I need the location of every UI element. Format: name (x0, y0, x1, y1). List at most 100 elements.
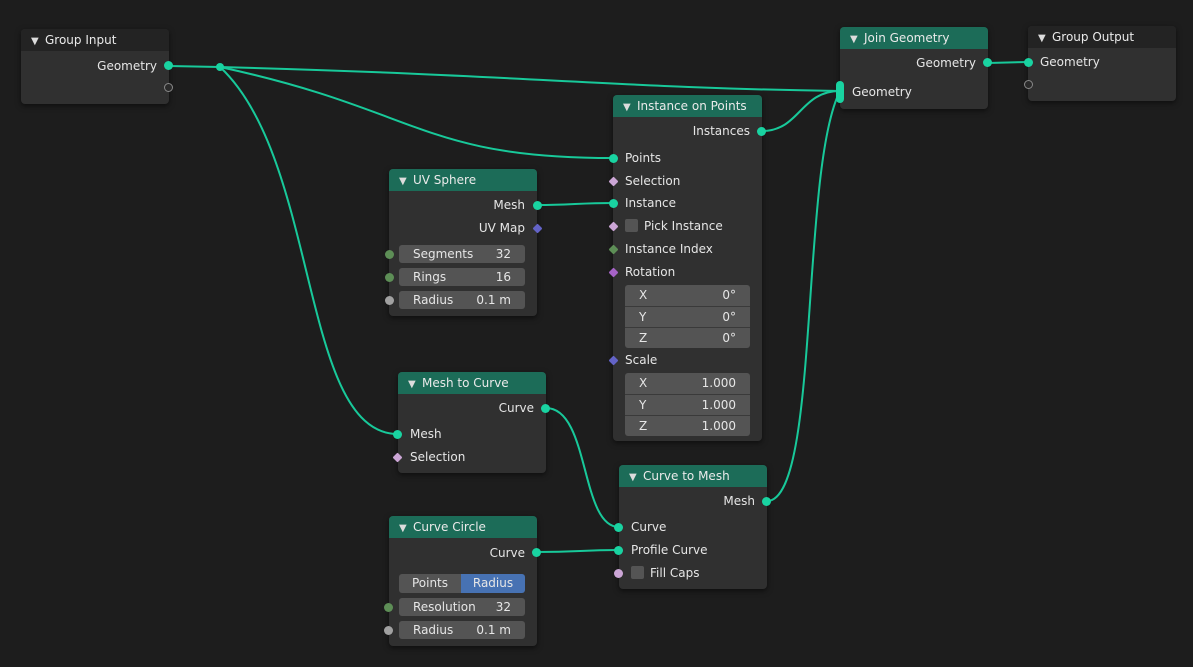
uv-sphere-mesh-socket[interactable] (533, 201, 542, 210)
mesh-to-curve-header[interactable]: ▼Mesh to Curve (398, 372, 546, 394)
join-geometry-out-socket[interactable] (983, 58, 992, 67)
circle-radius-label: Radius (413, 623, 454, 637)
group-input-title: Group Input (45, 33, 117, 47)
group-input-geometry-socket[interactable] (164, 61, 173, 70)
rotation-z-axis: Z (639, 331, 648, 345)
link-curvetomesh-join (766, 90, 841, 502)
group-output-geometry-socket[interactable] (1024, 58, 1033, 67)
rings-label: Rings (413, 270, 447, 284)
curve-to-mesh-curve-socket[interactable] (614, 523, 623, 532)
chevron-down-icon[interactable]: ▼ (31, 36, 39, 47)
radius-label: Radius (413, 293, 454, 307)
mode-points-button[interactable]: Points (399, 574, 461, 593)
curve-circle-out-label: Curve (489, 546, 525, 560)
chevron-down-icon[interactable]: ▼ (408, 379, 416, 390)
chevron-down-icon[interactable]: ▼ (623, 102, 631, 113)
pick-instance-checkbox[interactable] (625, 219, 638, 232)
mesh-to-curve-node[interactable]: ▼Mesh to Curve Curve Mesh Selection (398, 372, 546, 473)
scale-label: Scale (625, 353, 658, 367)
instance-on-points-title: Instance on Points (637, 99, 747, 113)
segments-socket[interactable] (385, 250, 394, 259)
circle-radius-value: 0.1 m (476, 623, 511, 637)
circle-radius-socket[interactable] (384, 626, 393, 635)
group-output-node[interactable]: ▼Group Output Geometry (1028, 26, 1176, 101)
segments-label: Segments (413, 247, 474, 261)
fill-caps-row[interactable]: Fill Caps (631, 563, 699, 583)
instance-on-points-node[interactable]: ▼Instance on Points Instances Points Sel… (613, 95, 762, 441)
segments-value: 32 (495, 247, 511, 261)
mesh-to-curve-mesh-socket[interactable] (393, 430, 402, 439)
curve-circle-out-socket[interactable] (532, 548, 541, 557)
mesh-to-curve-out-label: Curve (498, 401, 534, 415)
rings-socket[interactable] (385, 273, 394, 282)
points-in-socket[interactable] (609, 154, 618, 163)
chevron-down-icon[interactable]: ▼ (850, 34, 858, 45)
fill-caps-socket[interactable] (614, 569, 623, 578)
scale-z-axis: Z (639, 419, 648, 433)
resolution-value: 32 (495, 600, 511, 614)
resolution-field[interactable]: Resolution 32 (399, 598, 525, 616)
join-geometry-header[interactable]: ▼Join Geometry (840, 27, 988, 49)
mode-radius-button[interactable]: Radius (461, 574, 525, 593)
curve-to-mesh-node[interactable]: ▼Curve to Mesh Mesh Curve Profile Curve … (619, 465, 767, 589)
curve-circle-node[interactable]: ▼ Curve Circle Curve Points Radius Resolu… (389, 516, 537, 646)
join-geometry-multi-input-socket[interactable] (836, 81, 844, 103)
curve-to-mesh-profile-socket[interactable] (614, 546, 623, 555)
resolution-socket[interactable] (384, 603, 393, 612)
rotation-label: Rotation (625, 265, 676, 279)
uv-sphere-mesh-label: Mesh (493, 198, 525, 212)
rotation-y-field[interactable]: Y 0° (625, 306, 750, 326)
uv-sphere-header[interactable]: ▼UV Sphere (389, 169, 537, 191)
reroute-node[interactable] (216, 63, 224, 71)
resolution-label: Resolution (413, 600, 476, 614)
instance-in-label: Instance (625, 196, 677, 210)
curve-circle-title: Curve Circle (413, 520, 486, 534)
group-input-geometry-label: Geometry (97, 59, 157, 73)
group-output-header[interactable]: ▼Group Output (1028, 26, 1176, 48)
segments-field[interactable]: Segments 32 (399, 245, 525, 263)
group-output-empty-socket[interactable] (1024, 80, 1033, 89)
mesh-to-curve-out-socket[interactable] (541, 404, 550, 413)
chevron-down-icon[interactable]: ▼ (399, 523, 407, 534)
curve-to-mesh-out-socket[interactable] (762, 497, 771, 506)
group-input-empty-socket[interactable] (164, 83, 173, 92)
chevron-down-icon[interactable]: ▼ (629, 472, 637, 483)
chevron-down-icon[interactable]: ▼ (399, 176, 407, 187)
radius-socket[interactable] (385, 296, 394, 305)
join-geometry-node[interactable]: ▼Join Geometry Geometry Geometry (840, 27, 988, 109)
curve-circle-mode-selector[interactable]: Points Radius (399, 574, 525, 593)
fill-caps-checkbox[interactable] (631, 566, 644, 579)
scale-y-axis: Y (639, 398, 647, 412)
link-meshtocurve-curvetomesh (545, 407, 620, 528)
pick-instance-row[interactable]: Pick Instance (625, 216, 723, 236)
group-input-node[interactable]: ▼ Group Input Geometry (21, 29, 169, 104)
rotation-y-value: 0° (722, 310, 736, 324)
mesh-to-curve-mesh-label: Mesh (410, 427, 442, 441)
link-join-output (987, 61, 1029, 64)
curve-circle-header[interactable]: ▼ Curve Circle (389, 516, 537, 538)
chevron-down-icon[interactable]: ▼ (1038, 33, 1046, 44)
instance-index-label: Instance Index (625, 242, 713, 256)
instance-on-points-header[interactable]: ▼ Instance on Points (613, 95, 762, 117)
instance-in-socket[interactable] (609, 199, 618, 208)
link-groupinput-reroute (168, 65, 221, 68)
group-input-header[interactable]: ▼ Group Input (21, 29, 169, 51)
pick-instance-label: Pick Instance (644, 219, 723, 233)
instances-out-socket[interactable] (757, 127, 766, 136)
circle-radius-field[interactable]: Radius 0.1 m (399, 621, 525, 639)
rotation-y-axis: Y (639, 310, 647, 324)
curve-to-mesh-header[interactable]: ▼Curve to Mesh (619, 465, 767, 487)
link-instances-join (761, 90, 841, 132)
instances-out-label: Instances (692, 124, 750, 138)
